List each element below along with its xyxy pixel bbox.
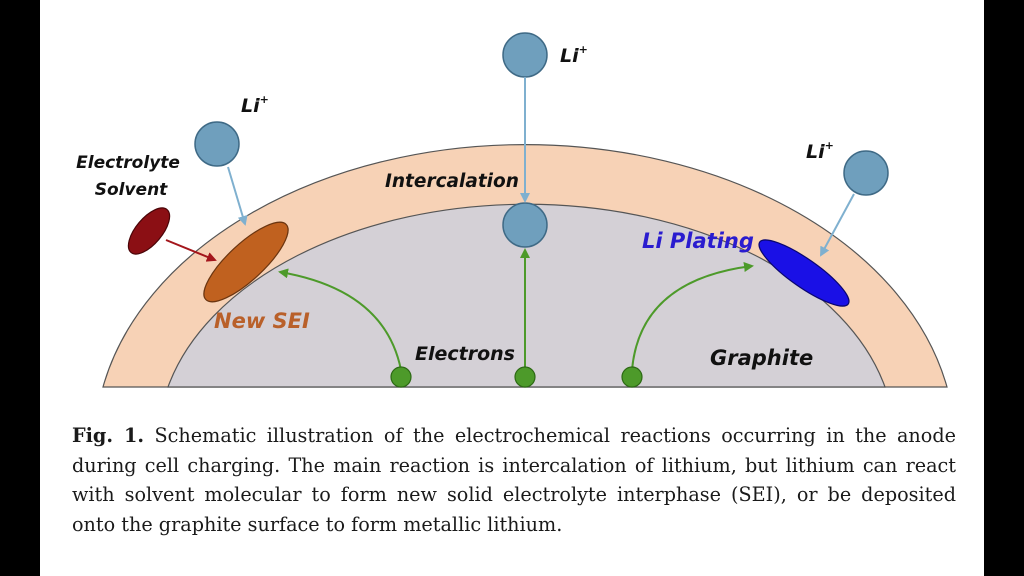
intercalation-label: Intercalation <box>385 171 519 192</box>
new-sei-label: New SEI <box>214 309 310 333</box>
li-plating-deposit <box>758 239 850 307</box>
figure-number: Fig. 1. <box>72 424 145 447</box>
solvent-to-sei-arrow <box>165 239 217 262</box>
electron-dot-left <box>390 366 412 388</box>
figure-caption: Fig. 1. Schematic illustration of the el… <box>72 421 956 539</box>
graphite-label: Graphite <box>710 346 813 370</box>
li-label-left: Li+ <box>241 93 269 117</box>
new-sei-deposit <box>203 221 289 303</box>
anode-reaction-diagram: Li+ Li+ Li+ Electrolyte Solvent Intercal… <box>76 32 948 388</box>
electrons-label: Electrons <box>415 343 515 365</box>
li-ion-left <box>194 121 240 167</box>
li-to-sei-arrow <box>227 166 248 226</box>
li-ion-top <box>502 32 548 78</box>
li-ion-intercalated <box>502 202 548 248</box>
li-to-plating-arrow <box>820 193 855 257</box>
li-label-right: Li+ <box>806 139 834 163</box>
li-label-top: Li+ <box>560 43 588 67</box>
electron-to-plating-arrow <box>631 262 754 371</box>
figure-panel: Li+ Li+ Li+ Electrolyte Solvent Intercal… <box>40 0 984 576</box>
electrolyte-solvent-molecule <box>127 207 171 255</box>
caption-text: Schematic illustration of the electroche… <box>72 424 956 536</box>
electron-to-sei-arrow <box>278 268 402 371</box>
li-ion-right <box>843 150 889 196</box>
electron-dot-right <box>621 366 643 388</box>
electron-dot-center <box>514 366 536 388</box>
electrolyte-solvent-label: Electrolyte Solvent <box>76 153 186 200</box>
li-plating-label: Li Plating <box>642 229 754 253</box>
